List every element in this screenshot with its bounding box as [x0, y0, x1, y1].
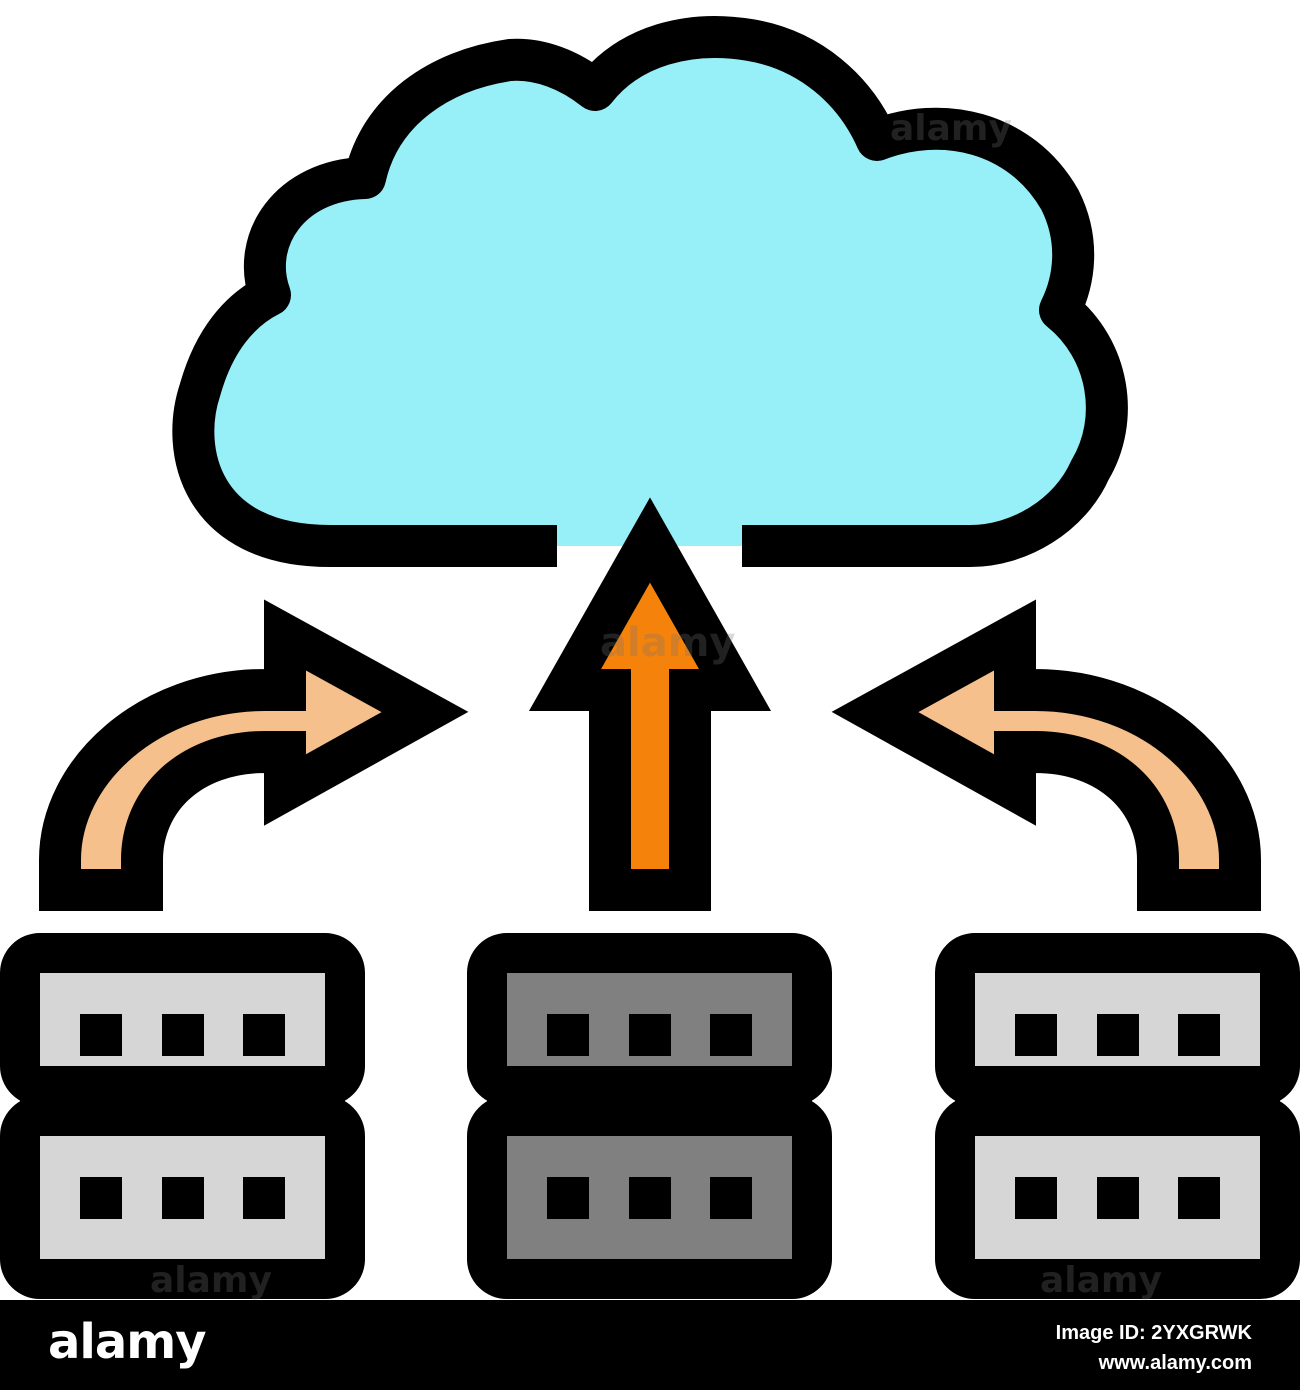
footer-bar: alamy Image ID: 2YXGRWK www.alamy.com [0, 1300, 1300, 1390]
server-center-icon [467, 933, 832, 1299]
footer-logo: alamy [48, 1314, 207, 1370]
cloud-icon [172, 16, 1128, 567]
cloud-migration-icon [0, 16, 1300, 1299]
site-url: www.alamy.com [1098, 1352, 1252, 1374]
image-id: Image ID: 2YXGRWK [1055, 1322, 1252, 1344]
up-arrow-icon [528, 497, 772, 911]
server-left-icon [0, 933, 365, 1299]
right-curved-arrow-icon [831, 599, 1261, 911]
server-right-icon [935, 933, 1300, 1299]
left-curved-arrow-icon [39, 599, 469, 911]
